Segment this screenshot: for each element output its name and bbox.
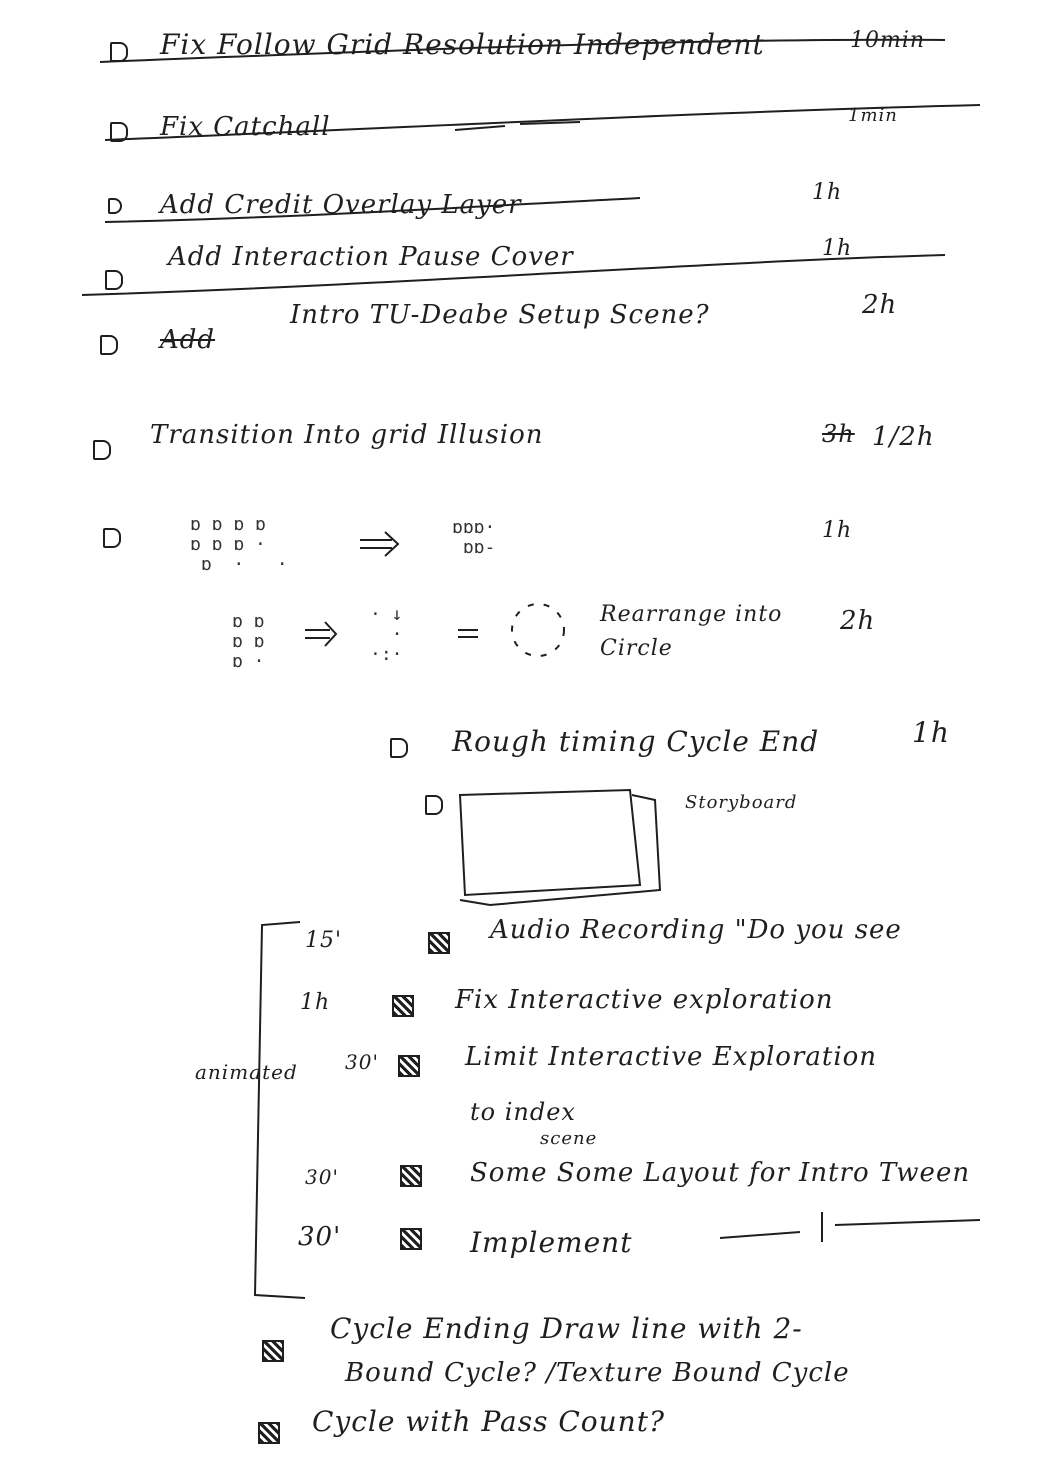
task-time: 2h xyxy=(840,606,876,636)
filled-checkbox-icon xyxy=(398,1055,420,1077)
filled-checkbox-icon xyxy=(392,995,414,1017)
checkbox-icon xyxy=(105,270,123,290)
task-label: Storyboard xyxy=(685,792,798,813)
task-time-struck: 3h xyxy=(822,420,855,448)
task-time: 1h xyxy=(822,236,853,261)
checkbox-icon xyxy=(390,738,408,758)
bracket-item-text: Limit Interactive Exploration xyxy=(465,1042,878,1072)
bracket-item-text: Some Some Layout for Intro Tween xyxy=(470,1158,971,1188)
falling-dots-sketch: · ↓ · ·:· xyxy=(370,604,403,665)
task-label: Add Interaction Pause Cover xyxy=(168,242,574,272)
checkbox-icon xyxy=(425,795,443,815)
task-label: Fix Follow Grid Resolution Independent xyxy=(160,28,765,61)
task-time: 1h xyxy=(822,518,853,543)
task-time: 1/2h xyxy=(872,422,935,452)
bracket-label: animated xyxy=(195,1060,298,1084)
task-label: Rearrange into Circle xyxy=(600,602,783,661)
bracket-item-time: 30' xyxy=(305,1165,339,1189)
footer-line: Cycle with Pass Count? xyxy=(312,1405,665,1438)
checkbox-icon xyxy=(103,528,121,548)
task-label: Fix Catchall xyxy=(160,112,331,142)
task-time: 1min xyxy=(848,105,898,126)
task-time: 10min xyxy=(850,28,926,53)
task-label: Transition Into grid Illusion xyxy=(150,420,544,450)
bracket-item-time: 15' xyxy=(305,928,343,953)
bracket-item-time: 30' xyxy=(298,1222,342,1252)
scatter-dots-sketch: ɒ ɒ ɒ ɒ ɒ · xyxy=(232,611,265,672)
filled-checkbox-icon xyxy=(400,1228,422,1250)
bracket-item-text: to index xyxy=(470,1098,576,1126)
checkbox-icon xyxy=(108,198,122,214)
checkbox-icon xyxy=(110,122,128,142)
footer-line: Bound Cycle? /Texture Bound Cycle xyxy=(345,1358,850,1388)
task-time: 2h xyxy=(862,290,898,320)
bracket-item-time: 1h xyxy=(300,990,331,1015)
bracket-item-text: Fix Interactive exploration xyxy=(455,985,834,1015)
grid-sketch-small: ɒɒɒ· ɒɒ- xyxy=(452,517,496,558)
task-time: 1h xyxy=(812,180,843,205)
bracket-item-text: Audio Recording "Do you see xyxy=(490,915,902,945)
checkbox-icon xyxy=(93,440,111,460)
filled-checkbox-icon xyxy=(428,932,450,954)
task-time: 1h xyxy=(912,716,950,749)
filled-checkbox-icon xyxy=(400,1165,422,1187)
checkbox-icon xyxy=(100,335,118,355)
filled-checkbox-icon xyxy=(262,1340,284,1362)
task-label: Rough timing Cycle End xyxy=(452,725,820,758)
task-struck-word: Add xyxy=(160,325,216,355)
task-label: Intro TU-Deabe Setup Scene? xyxy=(290,300,710,330)
bracket-item-text: Implement xyxy=(470,1226,633,1259)
task-label: Add Credit Overlay Layer xyxy=(160,190,522,220)
bracket-item-text: scene xyxy=(540,1128,598,1149)
filled-checkbox-icon xyxy=(258,1422,280,1444)
footer-line: Cycle Ending Draw line with 2- xyxy=(330,1312,803,1345)
bracket-item-time: 30' xyxy=(345,1050,379,1074)
grid-dots-sketch: ɒ ɒ ɒ ɒ ɒ ɒ ɒ · ɒ · · xyxy=(190,514,288,575)
checkbox-icon xyxy=(110,42,128,62)
